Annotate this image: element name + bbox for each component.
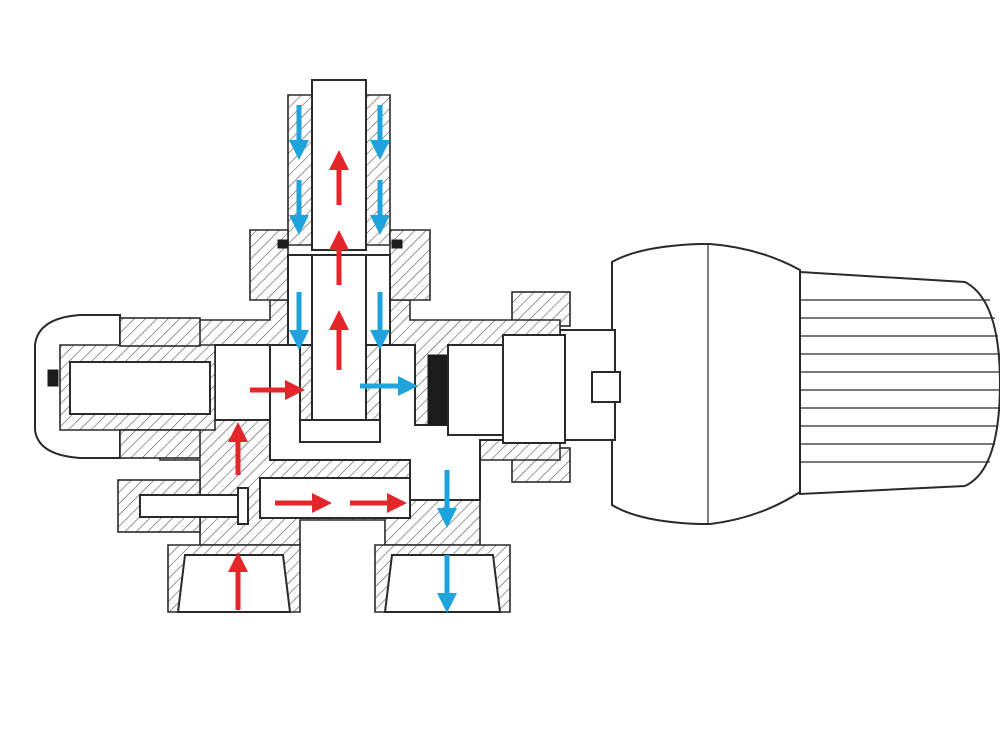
supply-flow-arrows — [228, 150, 407, 610]
thermostatic-head — [511, 243, 1000, 525]
bypass-screw — [117, 479, 249, 533]
left-valve-cap — [34, 314, 216, 459]
head-ribs — [800, 299, 1000, 463]
left-connection-port — [167, 544, 301, 613]
valve-body — [159, 299, 566, 546]
return-flow-arrows — [289, 105, 457, 613]
right-connection-port — [374, 544, 511, 613]
